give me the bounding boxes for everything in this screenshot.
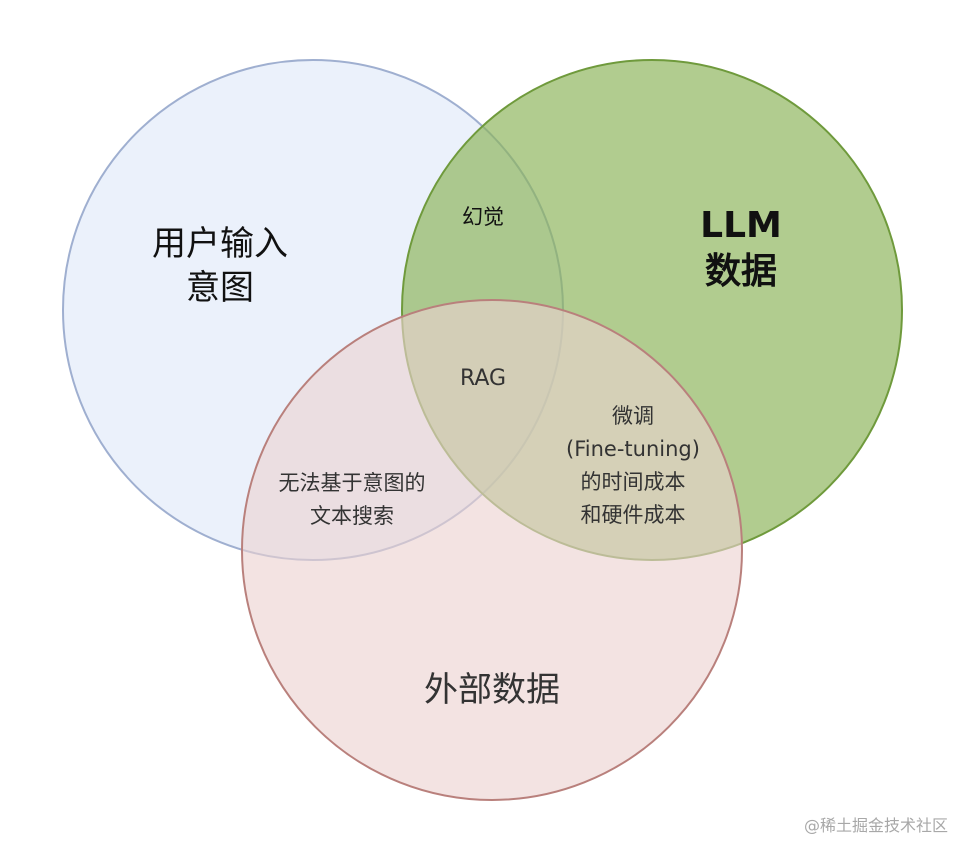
fine-tuning-label: 微调 (Fine-tuning) 的时间成本 和硬件成本 xyxy=(533,400,733,532)
user-intent-label-line: 用户输入 xyxy=(152,224,288,264)
text-search-label-line: 文本搜索 xyxy=(310,504,394,528)
text-search-label: 无法基于意图的 文本搜索 xyxy=(242,467,462,533)
llm-data-label: LLM 数据 xyxy=(681,203,801,295)
text-search-label-line: 无法基于意图的 xyxy=(278,471,426,495)
fine-tuning-label-line: 微调 xyxy=(612,404,654,428)
rag-label: RAG xyxy=(433,362,533,395)
user-intent-label: 用户输入 意图 xyxy=(120,222,320,310)
external-data-label-line: 外部数据 xyxy=(424,670,560,710)
fine-tuning-label-line: 的时间成本 xyxy=(580,470,686,494)
fine-tuning-label-line: (Fine-tuning) xyxy=(566,437,700,461)
external-data-label: 外部数据 xyxy=(392,668,592,712)
llm-data-label-line: 数据 xyxy=(704,251,777,292)
rag-label-line: RAG xyxy=(459,366,507,391)
user-intent-label-line: 意图 xyxy=(186,268,254,308)
hallucination-label: 幻觉 xyxy=(433,201,533,234)
llm-data-label-line: LLM xyxy=(700,205,782,246)
watermark: @稀土掘金技术社区 xyxy=(803,816,948,835)
external-data-circle xyxy=(241,299,743,801)
fine-tuning-label-line: 和硬件成本 xyxy=(580,503,686,527)
hallucination-label-line: 幻觉 xyxy=(462,205,504,229)
